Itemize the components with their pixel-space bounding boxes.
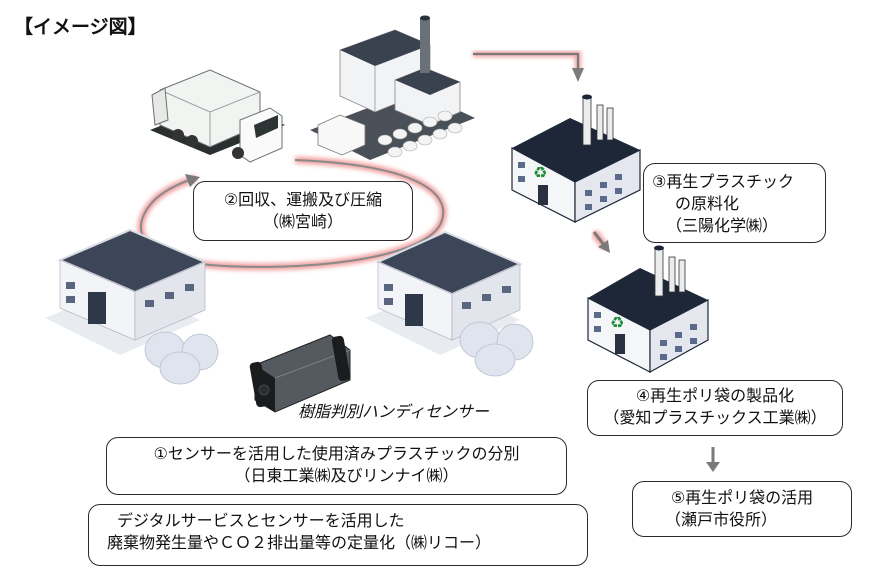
step5-title: ⑤再生ポリ袋の活用: [670, 488, 814, 507]
bag-factory-illustration: ♻: [587, 245, 709, 374]
garbage-truck-illustration: [150, 69, 285, 163]
step3-title: ③再生プラスチック: [652, 172, 795, 191]
recycle-icon: ♻: [610, 313, 624, 332]
arrow-to-step5: [706, 447, 720, 472]
step4-company: （愛知プラスチックス工業㈱）: [603, 408, 827, 427]
step2-box: ②回収、運搬及び圧縮 （㈱宮崎）: [193, 181, 413, 241]
warehouse-left-illustration: [45, 228, 219, 385]
step5-org: （瀬戸市役所）: [665, 510, 778, 529]
warehouse-right-illustration: [365, 230, 534, 377]
step2-title: ②回収、運搬及び圧縮: [223, 190, 383, 209]
step4-box: ④再生ポリ袋の製品化 （愛知プラスチックス工業㈱）: [587, 380, 843, 436]
arrow-to-step4: [590, 229, 610, 253]
handheld-sensor-illustration: [249, 334, 351, 413]
step1-title: ①センサーを活用した使用済みプラスチックの分別: [153, 444, 520, 463]
step3-company: （三陽化学㈱）: [666, 216, 779, 235]
arrow-to-step3: [473, 51, 584, 82]
step3-box: ③再生プラスチック の原料化 （三陽化学㈱）: [643, 163, 826, 243]
diagram-title: 【イメージ図】: [14, 16, 147, 38]
step5-box: ⑤再生ポリ袋の活用 （瀬戸市役所）: [632, 481, 852, 537]
step2-company: （㈱宮崎）: [262, 212, 343, 231]
step3-title-cont: の原料化: [675, 194, 740, 213]
step1-box: ①センサーを活用した使用済みプラスチックの分別 （日東工業㈱及びリンナイ㈱）: [106, 437, 567, 495]
processing-plant-illustration: [310, 15, 475, 160]
digital-quantification-box: デジタルサービスとセンサーを活用した 廃棄物発生量やＣＯ２排出量等の定量化（㈱リ…: [88, 504, 588, 566]
recycling-factory-illustration: ♻: [511, 94, 641, 223]
step1-companies: （日東工業㈱及びリンナイ㈱）: [234, 466, 459, 485]
recycle-icon: ♻: [533, 163, 547, 182]
collection-loop-arrow: [137, 156, 447, 271]
digital-line1: デジタルサービスとセンサーを活用した: [117, 511, 405, 530]
digital-line2: 廃棄物発生量やＣＯ２排出量等の定量化（㈱リコー）: [107, 533, 492, 552]
step4-title: ④再生ポリ袋の製品化: [635, 386, 795, 405]
sensor-label: 樹脂判別ハンディセンサー: [298, 402, 489, 421]
